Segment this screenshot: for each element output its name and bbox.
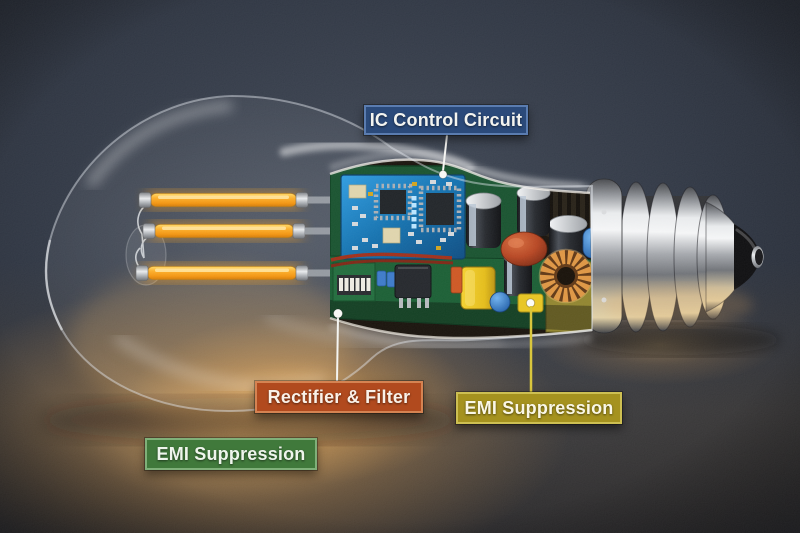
callout-line-ic-control	[442, 134, 448, 172]
callout-line-rectifier	[336, 316, 339, 382]
label-emi-suppression-right: EMI Suppression	[456, 392, 622, 424]
label-emi-suppression-left: EMI Suppression	[145, 438, 317, 470]
label-rectifier-filter: Rectifier & Filter	[255, 381, 423, 413]
label-ic-control-circuit: IC Control Circuit	[364, 105, 528, 135]
callout-dot-rectifier	[333, 308, 343, 319]
callout-dot-ic-control	[438, 170, 448, 179]
callouts	[333, 134, 533, 392]
